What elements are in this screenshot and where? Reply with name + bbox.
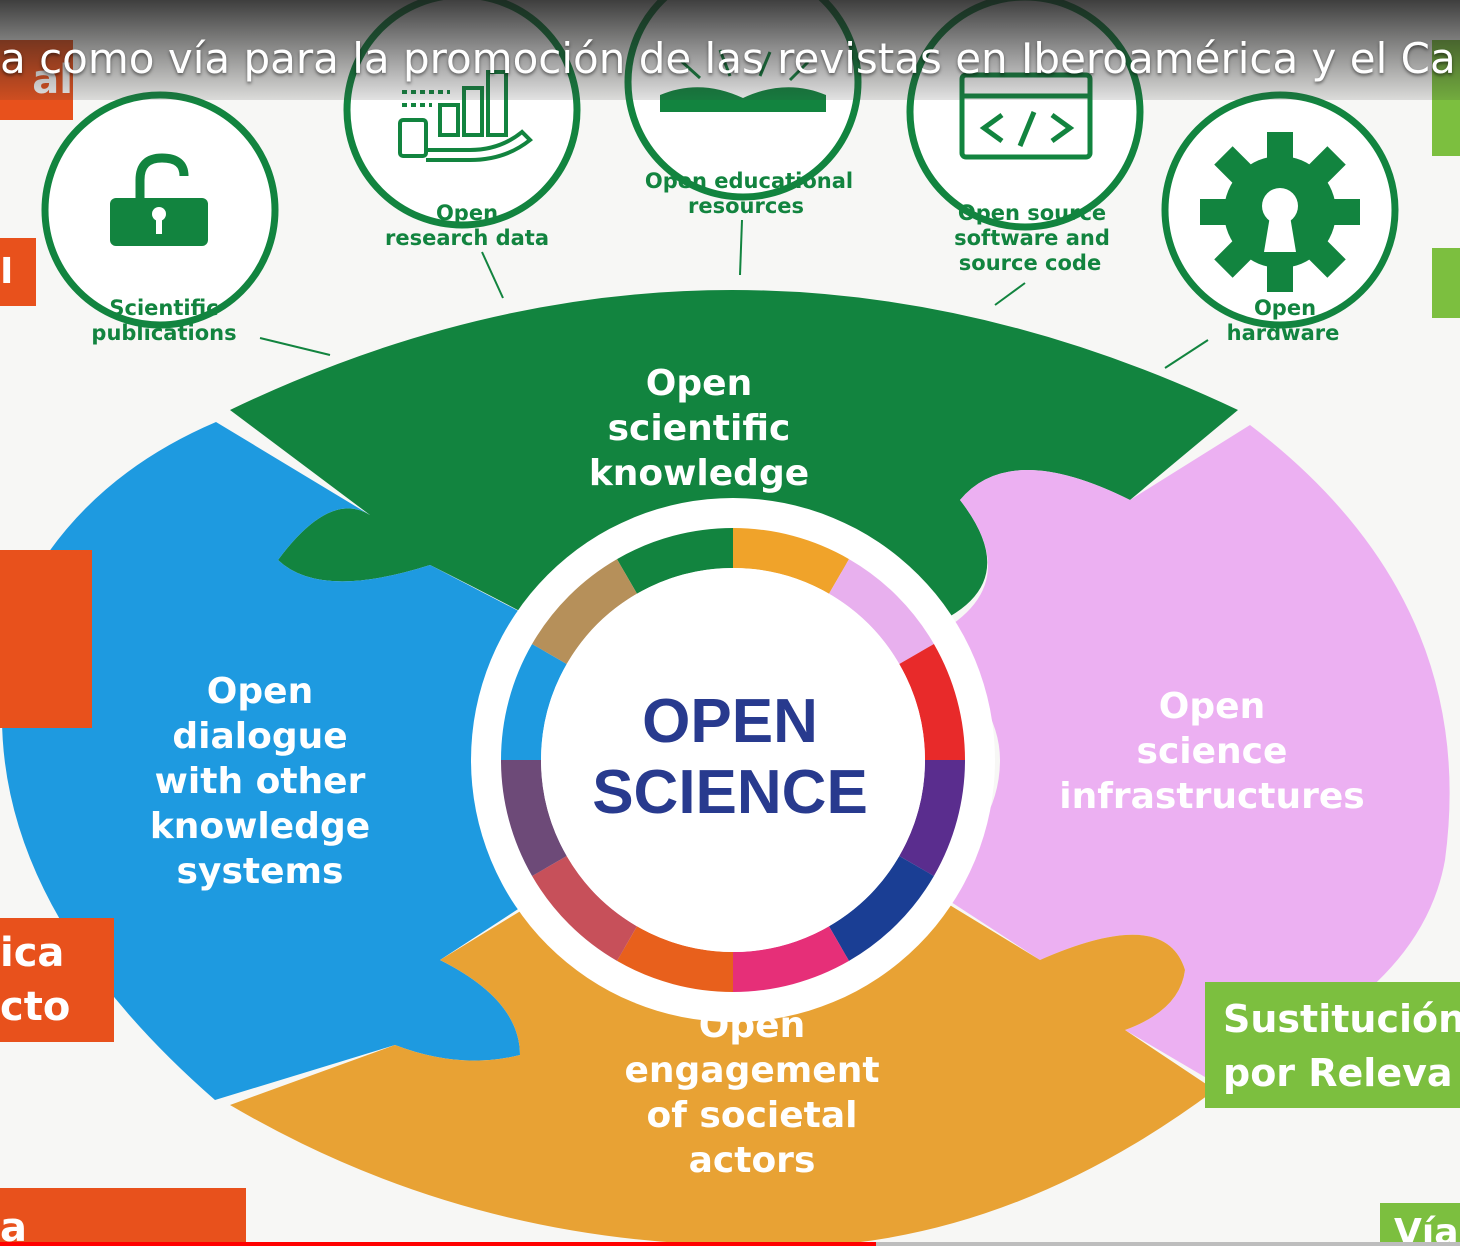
piece-right-pink — [925, 425, 1450, 1080]
video-title: a como vía para la promoción de las revi… — [0, 34, 1456, 83]
padlock-icon — [110, 153, 208, 246]
connector-lines — [259, 219, 1209, 369]
output-source-code-line3: source code — [959, 251, 1101, 275]
left-piece-line3: with other — [155, 761, 366, 802]
output-oer-line2: resources — [688, 194, 804, 218]
output-research-data-line2: research data — [385, 226, 549, 250]
center-disc — [541, 568, 925, 952]
left-piece-line4: knowledge — [150, 806, 370, 847]
piece-left-blue — [1, 422, 556, 1100]
piece-bottom-orange — [230, 890, 1215, 1246]
output-source-code-line2: software and — [954, 226, 1110, 250]
side-tag-left-4: ica cto — [0, 918, 114, 1042]
ring-segment — [828, 559, 934, 665]
output-source-code-line1: Open source — [958, 201, 1106, 225]
piece-top-green — [230, 290, 1238, 630]
center-title-line1: OPEN — [642, 687, 818, 756]
side-tag-left-3 — [0, 550, 92, 728]
output-publications-line1: Scientific — [109, 296, 218, 320]
output-publications-line2: publications — [91, 321, 236, 345]
ring-segment — [732, 528, 849, 594]
left-piece-line2: dialogue — [172, 716, 347, 757]
right-piece-line3: infrastructures — [1059, 776, 1364, 817]
ring-segment — [899, 759, 965, 876]
side-tag-right-5: Vía — [1380, 1203, 1460, 1246]
ring-segment — [532, 855, 638, 961]
left-piece-line1: Open — [207, 671, 313, 712]
ring-segment — [732, 926, 849, 992]
top-piece-line1: Open — [646, 363, 752, 404]
ring-segment — [501, 644, 567, 761]
right-piece-line1: Open — [1159, 686, 1265, 727]
side-tag-left-2: I — [0, 238, 36, 306]
output-hardware-line1: Open — [1254, 296, 1316, 320]
top-piece-line2: scientific — [608, 408, 791, 449]
gear-icon — [1200, 132, 1360, 292]
bottom-piece-line4: actors — [689, 1140, 816, 1181]
side-tag-right-2 — [1432, 248, 1460, 318]
side-tag-right-4: Sustitución por Releva — [1205, 982, 1460, 1108]
ring-segment — [501, 759, 567, 876]
side-tag-left-5: a — [0, 1188, 246, 1246]
center-segment-ring — [501, 528, 965, 992]
output-research-data-line1: Open — [436, 201, 498, 225]
ring-segment — [828, 855, 934, 961]
top-piece-line3: knowledge — [589, 453, 809, 494]
left-piece-line5: systems — [177, 851, 344, 892]
output-oer-line1: Open educational — [645, 169, 853, 193]
bottom-piece-line3: of societal — [646, 1095, 857, 1136]
bottom-piece-line2: engagement — [624, 1050, 879, 1091]
ring-segment — [899, 644, 965, 761]
center-title-line2: SCIENCE — [592, 758, 868, 827]
ring-segment — [617, 926, 734, 992]
output-hardware-line2: hardware — [1227, 321, 1340, 345]
right-piece-line2: science — [1137, 731, 1288, 772]
video-progress-bar[interactable] — [0, 1242, 1460, 1246]
video-progress-fill — [0, 1242, 876, 1246]
video-title-bar — [0, 0, 1460, 100]
ring-segment — [617, 528, 734, 594]
ring-segment — [532, 559, 638, 665]
bottom-piece-line1: Open — [699, 1005, 805, 1046]
